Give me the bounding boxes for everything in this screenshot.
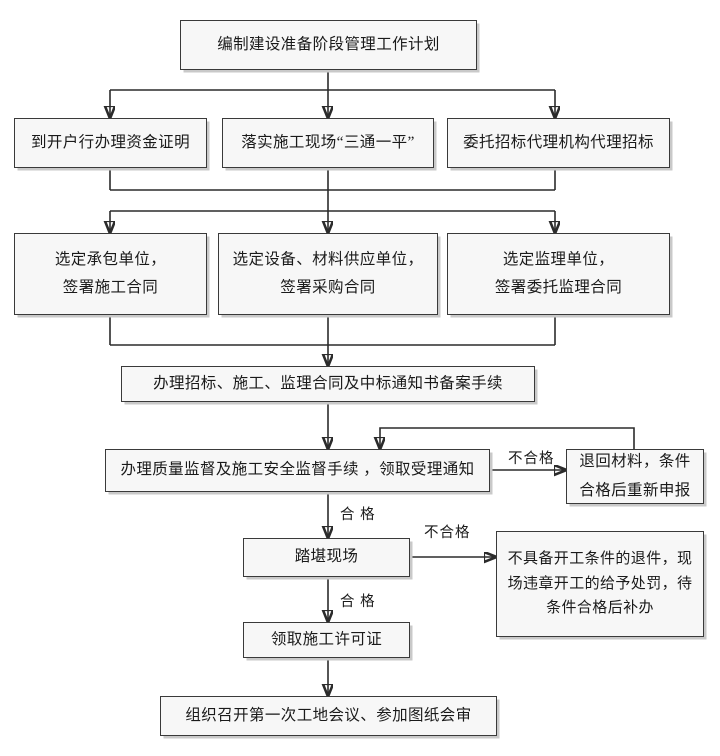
node-return-material-line2: 合格后重新申报 [579, 481, 691, 499]
node-select-supervisor-line1: 选定监理单位， [502, 250, 615, 268]
node-plan[interactable]: 编制建设准备阶段管理工作计划 [180, 20, 477, 70]
node-construction-permit-text: 领取施工许可证 [270, 630, 383, 648]
node-penalty[interactable]: 不具备开工条件的退件，现 场违章开工的给予处罚，待 条件合格后补办 [496, 531, 704, 637]
node-select-contractor-line2: 签署施工合同 [62, 279, 159, 296]
node-tender-agency-text: 委托招标代理机构代理招标 [463, 133, 654, 151]
node-select-supervisor[interactable]: 选定监理单位， 签署委托监理合同 [447, 233, 670, 315]
node-select-contractor[interactable]: 选定承包单位， 签署施工合同 [14, 233, 207, 315]
label-survey-fail: 不合格 [424, 525, 471, 541]
label-supervision-pass: 合 格 [340, 507, 376, 523]
node-return-material[interactable]: 退回材料，条件 合格后重新申报 [566, 449, 704, 504]
label-supervision-fail: 不合格 [508, 451, 555, 467]
node-select-supplier-line2: 签署采购合同 [280, 279, 376, 296]
node-site-survey[interactable]: 踏堪现场 [243, 538, 410, 577]
node-select-contractor-line1: 选定承包单位， [54, 250, 167, 268]
node-construction-permit[interactable]: 领取施工许可证 [243, 622, 410, 658]
node-return-material-line1: 退回材料，条件 [579, 453, 691, 471]
node-site-survey-text: 踏堪现场 [294, 548, 359, 566]
wire-return-loop [380, 427, 635, 449]
node-site-preparation[interactable]: 落实施工现场“三通一平” [222, 118, 434, 168]
node-tender-agency[interactable]: 委托招标代理机构代理招标 [447, 118, 670, 168]
node-select-supervisor-line2: 签署委托监理合同 [494, 279, 623, 296]
node-site-preparation-text: 落实施工现场“三通一平” [241, 133, 415, 151]
node-quality-supervision-text: 办理质量监督及施工安全监督手续 ，领取受理通知 [120, 461, 475, 479]
node-quality-supervision[interactable]: 办理质量监督及施工安全监督手续 ，领取受理通知 [105, 449, 490, 492]
node-penalty-line3: 条件合格后补办 [546, 600, 654, 617]
node-select-supplier[interactable]: 选定设备、材料供应单位， 签署采购合同 [218, 233, 438, 315]
node-plan-text: 编制建设准备阶段管理工作计划 [217, 35, 440, 53]
node-contract-filing[interactable]: 办理招标、施工、监理合同及中标通知书备案手续 [121, 366, 535, 402]
node-first-site-meeting-text: 组织召开第一次工地会议、参加图纸会审 [185, 706, 472, 724]
node-select-supplier-line1: 选定设备、材料供应单位， [232, 250, 424, 268]
node-capital-certificate[interactable]: 到开户行办理资金证明 [14, 118, 207, 168]
node-capital-certificate-text: 到开户行办理资金证明 [30, 133, 190, 151]
label-survey-pass: 合 格 [340, 594, 376, 610]
node-first-site-meeting[interactable]: 组织召开第一次工地会议、参加图纸会审 [160, 696, 497, 736]
node-contract-filing-text: 办理招标、施工、监理合同及中标通知书备案手续 [153, 374, 503, 392]
node-penalty-line1: 不具备开工条件的退件，现 [507, 551, 693, 568]
node-penalty-line2: 场违章开工的给予处罚，待 [507, 575, 693, 592]
